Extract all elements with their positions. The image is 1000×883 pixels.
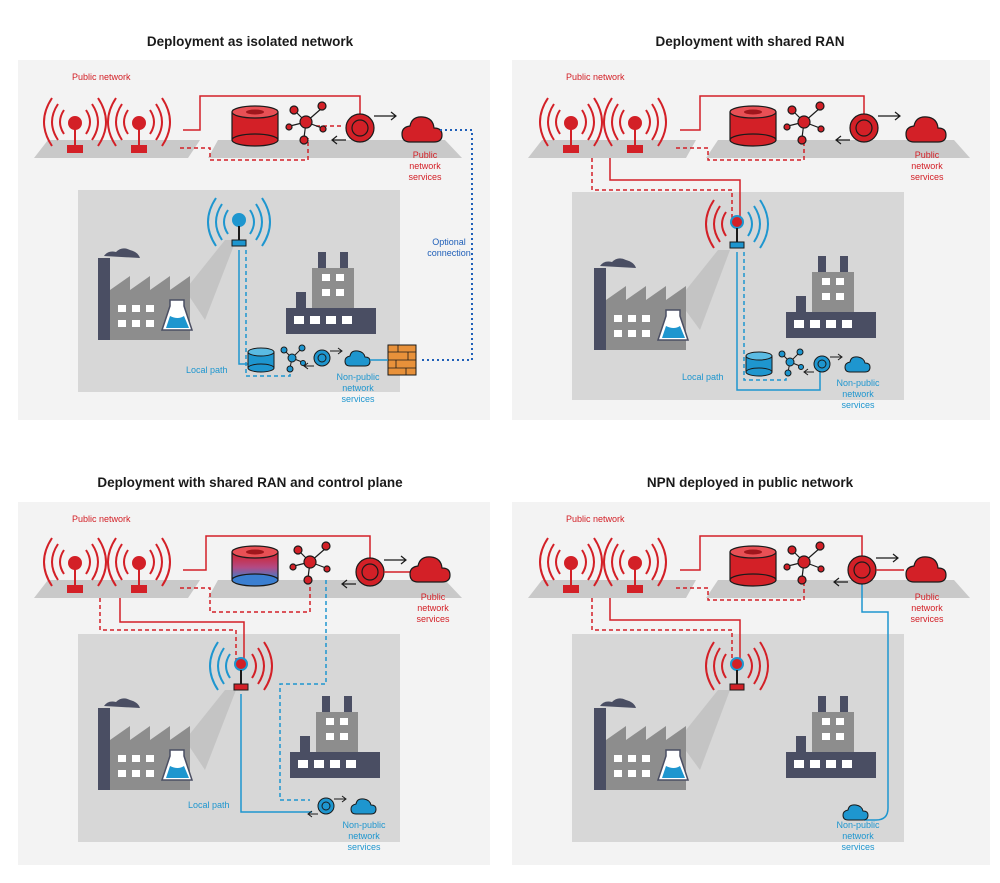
public-network-label: Public network	[72, 72, 131, 82]
factory-icon	[286, 252, 376, 334]
core-node-icon	[783, 101, 825, 145]
cloud-icon	[409, 556, 451, 583]
cloud-icon	[844, 356, 871, 373]
antenna-icon	[43, 97, 107, 153]
isolated-network-diagram	[18, 60, 490, 420]
factory-icon	[594, 258, 690, 350]
database-icon	[729, 105, 777, 147]
panel-title: Deployment as isolated network	[146, 34, 354, 49]
database-icon	[231, 105, 279, 147]
antenna-icon	[705, 199, 769, 249]
npn-in-public-network-diagram	[512, 502, 990, 865]
panel-title: NPN deployed in public network	[646, 475, 854, 490]
cloud-icon	[401, 116, 443, 143]
router-icon	[331, 111, 397, 145]
firewall-icon	[387, 344, 417, 376]
factory-icon	[786, 696, 876, 778]
public-network-label: Public network	[566, 514, 625, 524]
shared-ran-diagram	[512, 60, 990, 420]
panel-isolated-network: Deployment as isolated network	[0, 0, 500, 440]
antenna-icon	[705, 641, 769, 691]
panel-npn-in-public-network: NPN deployed in public network	[500, 440, 1000, 883]
router-icon	[307, 795, 347, 818]
antenna-icon	[107, 97, 171, 153]
factory-icon	[98, 698, 194, 790]
antenna-icon	[207, 197, 271, 247]
public-network-label: Public network	[566, 72, 625, 82]
factory-icon	[594, 698, 690, 790]
local-path-label: Local path	[186, 365, 228, 375]
panel-title: Deployment with shared RAN and control p…	[97, 475, 403, 490]
antenna-icon	[603, 537, 667, 593]
cloud-icon	[344, 350, 371, 367]
antenna-icon	[539, 97, 603, 153]
database-icon	[231, 545, 279, 587]
database-icon	[247, 347, 275, 373]
database-icon	[745, 351, 773, 377]
router-icon	[303, 347, 343, 370]
panel-shared-ran: Deployment with shared RAN	[500, 0, 1000, 440]
core-node-icon	[289, 541, 331, 585]
antenna-icon	[107, 537, 171, 593]
panel-shared-ran-control-plane: Deployment with shared RAN and control p…	[0, 440, 500, 883]
router-icon	[835, 111, 901, 145]
router-icon	[341, 555, 407, 589]
antenna-icon	[43, 537, 107, 593]
cloud-icon	[350, 798, 377, 815]
cloud-icon	[905, 116, 947, 143]
antenna-icon	[209, 641, 273, 691]
database-icon	[729, 545, 777, 587]
antenna-icon	[603, 97, 667, 153]
shared-ran-control-plane-diagram	[18, 502, 490, 865]
factory-icon	[786, 256, 876, 338]
core-node-icon	[778, 348, 804, 377]
core-node-icon	[783, 541, 825, 585]
local-path-label: Local path	[682, 372, 724, 382]
antenna-icon	[539, 537, 603, 593]
public-antenna-platform	[34, 140, 200, 158]
core-node-icon	[280, 344, 306, 373]
panel-title: Deployment with shared RAN	[655, 34, 845, 49]
public-network-label: Public network	[72, 514, 131, 524]
router-icon	[803, 353, 843, 376]
cloud-icon	[842, 804, 869, 821]
local-path-label: Local path	[188, 800, 230, 810]
factory-icon	[98, 248, 194, 340]
cloud-icon	[905, 556, 947, 583]
core-node-icon	[285, 101, 327, 145]
factory-icon	[290, 696, 380, 778]
